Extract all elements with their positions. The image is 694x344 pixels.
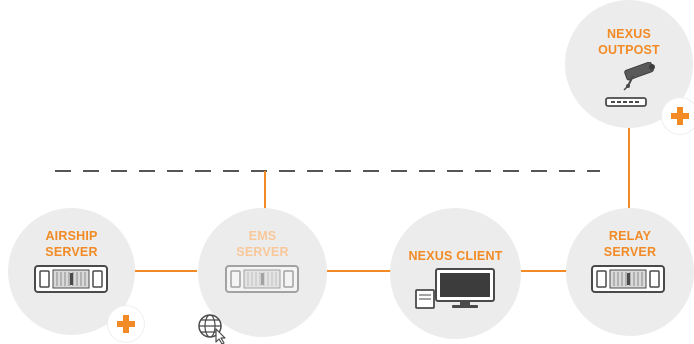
airship-add-badge[interactable]: [108, 306, 144, 342]
ems-server-label-line1: EMS: [248, 229, 277, 243]
nexus-client-label-line1: NEXUS CLIENT: [408, 249, 503, 263]
security-camera-icon: [605, 62, 655, 107]
globe-cursor-icon[interactable]: [196, 310, 230, 344]
airship-server-label: AIRSHIP SERVER: [8, 228, 135, 260]
relay-server-label-line1: RELAY: [608, 229, 652, 243]
outpost-add-badge[interactable]: [662, 98, 694, 134]
nexus-outpost-label-line1: NEXUS: [606, 27, 652, 41]
ems-server-label-line2: SERVER: [236, 245, 289, 259]
airship-server-label-line2: SERVER: [45, 245, 98, 259]
nexus-client-label: NEXUS CLIENT: [390, 248, 521, 264]
server-rack-icon: [591, 265, 665, 293]
ems-server-label: EMS SERVER: [198, 228, 327, 260]
relay-server-label: RELAY SERVER: [566, 228, 694, 260]
nexus-outpost-label: NEXUS OUTPOST: [565, 26, 693, 58]
nexus-outpost-label-line2: OUTPOST: [598, 43, 660, 57]
relay-server-label-line2: SERVER: [603, 245, 657, 259]
airship-server-label-line1: AIRSHIP: [45, 229, 98, 243]
server-rack-icon: [225, 265, 299, 293]
computer-monitor-icon: [415, 268, 495, 309]
server-rack-icon: [34, 265, 108, 293]
